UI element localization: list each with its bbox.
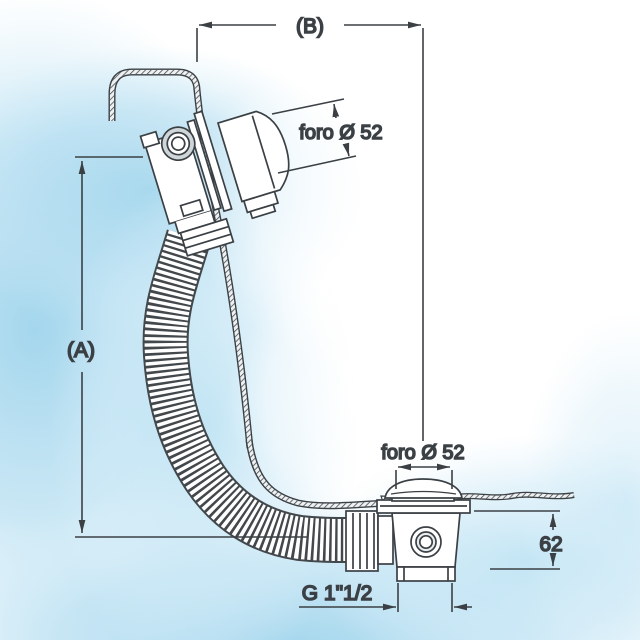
dimension-drain-hole: foro Ø 52	[381, 441, 465, 489]
cable-pulley	[160, 126, 196, 161]
drain-assembly	[345, 478, 471, 582]
drain-flange	[376, 499, 471, 514]
dimension-b-label: (B)	[296, 15, 324, 38]
overflow-clamp-plates	[186, 110, 233, 213]
dimension-overflow-hole: foro Ø 52	[271, 98, 383, 174]
drain-side-hole	[410, 526, 442, 558]
bracket-notch	[179, 198, 204, 218]
dimension-depth-62: 62	[474, 510, 563, 570]
depth-label: 62	[539, 533, 562, 556]
overflow-hole-ext-upper	[271, 98, 345, 115]
dimension-thread: G 1"1/2	[299, 581, 472, 612]
hose-corrugation	[144, 230, 351, 561]
tub-floor	[451, 491, 575, 501]
drain-outlet-flange	[396, 566, 456, 582]
overflow-bracket	[139, 129, 216, 235]
overflow-hose-collar	[179, 217, 235, 257]
dimensions: (B) (A) foro Ø 52 foro Ø 52	[66, 14, 563, 612]
thread-label: G 1"1/2	[302, 582, 373, 605]
drain-hole-label: foro Ø 52	[381, 442, 464, 464]
overflow-assembly	[139, 110, 290, 257]
dimension-b: (B)	[196, 14, 424, 441]
overflow-hole-label: foro Ø 52	[299, 122, 382, 144]
tub-rim	[108, 68, 201, 121]
overflow-hole-ext-lower	[277, 155, 357, 174]
drain-hose-nut	[345, 510, 379, 572]
dimension-a: (A)	[66, 156, 308, 538]
overflow-cap-knob	[216, 110, 290, 220]
drain-cap	[383, 478, 464, 502]
drain-inlet-collar	[377, 515, 394, 565]
dimension-a-label: (A)	[67, 339, 95, 362]
flexible-hose	[142, 229, 351, 563]
drain-control-cable	[245, 439, 387, 510]
